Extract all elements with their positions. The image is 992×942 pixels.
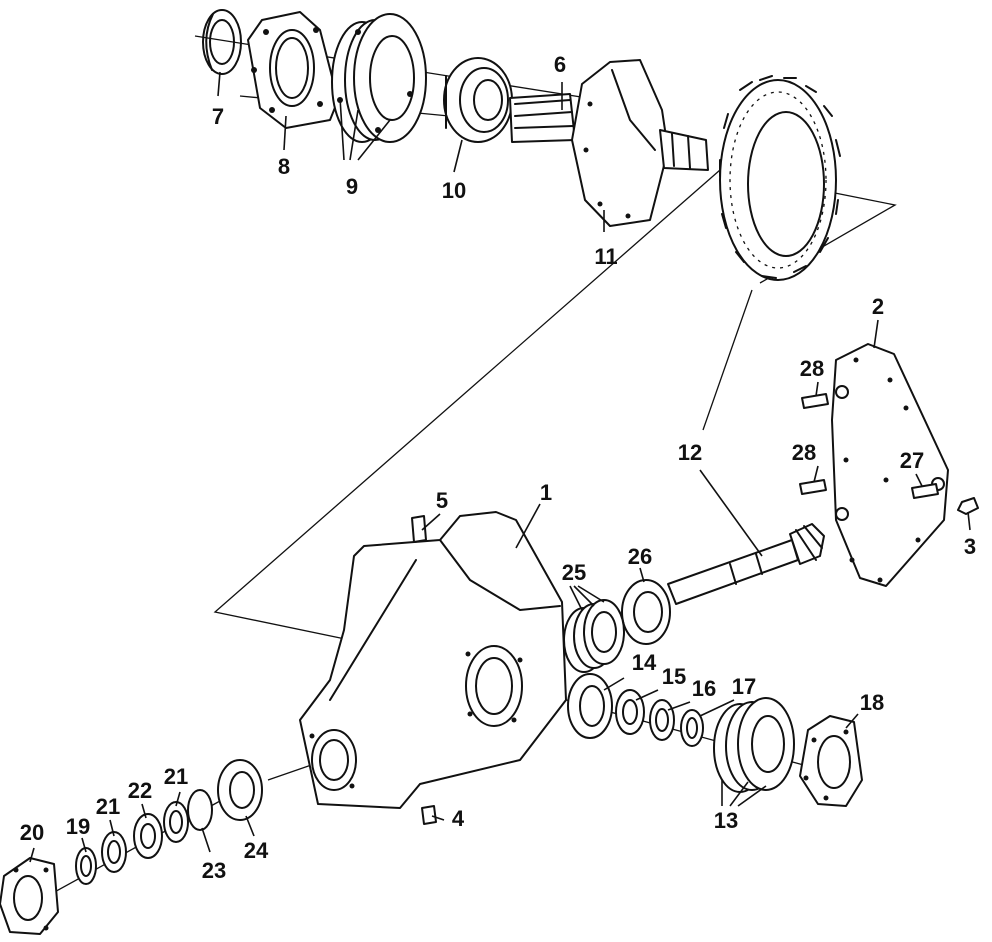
callout-10: 10 [442,178,466,203]
callout-20: 20 [20,820,44,845]
part-12-pinion-shaft [667,523,825,605]
callout-21-right: 21 [164,764,188,789]
ring-gear [719,75,841,281]
callout-8: 8 [278,154,290,179]
part-6-11-carrier [509,59,709,227]
callout-28-lower: 28 [792,440,816,465]
part-7-seal [202,9,242,75]
callout-13: 13 [714,808,738,833]
parts-13-18 [713,697,863,807]
callout-9: 9 [346,174,358,199]
callout-18: 18 [860,690,884,715]
callout-27: 27 [900,448,924,473]
callout-25: 25 [562,560,586,585]
leader-lines [29,71,971,863]
callout-22: 22 [128,778,152,803]
callout-24: 24 [244,838,269,863]
callout-7: 7 [212,104,224,129]
callout-12: 12 [678,440,702,465]
part-1-housing [299,511,567,809]
callout-5: 5 [436,488,448,513]
callout-2: 2 [872,294,884,319]
part-8-flange [247,11,339,129]
parts-19-24 [0,759,263,935]
callout-21-left: 21 [96,794,120,819]
callout-16: 16 [692,676,716,701]
part-2-cover-plate [831,343,949,587]
callout-26: 26 [628,544,652,569]
part-26-bearing [621,579,671,645]
callout-labels: 1 2 3 4 5 6 7 8 9 10 11 12 13 14 15 16 1… [20,52,976,883]
part-25-shims [563,599,625,673]
callout-6: 6 [554,52,566,77]
callout-28-upper: 28 [800,356,824,381]
callout-11: 11 [594,244,617,269]
callout-23: 23 [202,858,226,883]
parts-4-5-plugs [411,515,437,825]
callout-3: 3 [964,534,976,559]
callout-15: 15 [662,664,686,689]
part-10-bearing [443,57,513,143]
part-9-shims [331,13,427,143]
callout-4: 4 [452,806,465,831]
callout-19: 19 [66,814,90,839]
parts-27-28-pins [799,393,979,515]
callout-1: 1 [540,480,552,505]
callout-14: 14 [632,650,657,675]
callout-17: 17 [732,674,756,699]
